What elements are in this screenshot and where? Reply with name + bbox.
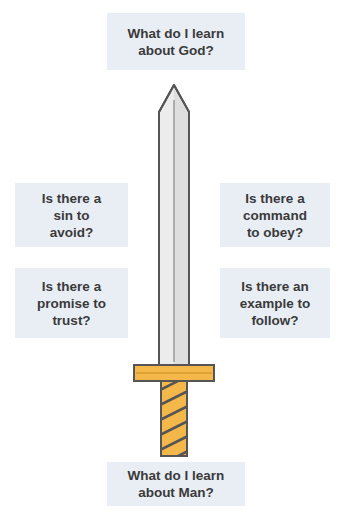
- question-text: Is there a command to obey?: [238, 190, 312, 241]
- handle-outline: [161, 381, 187, 456]
- crossguard-line: [136, 372, 212, 374]
- handle-stripes: [161, 381, 187, 456]
- question-box: Is there a sin to avoid?: [15, 183, 128, 247]
- question-text: Is there a sin to avoid?: [35, 190, 108, 241]
- question-text: What do I learn about Man?: [121, 467, 231, 501]
- question-box: Is there a command to obey?: [220, 183, 330, 247]
- question-box: Is there a promise to trust?: [15, 268, 128, 338]
- question-text: What do I learn about God?: [121, 25, 231, 59]
- blade-fuller: [173, 100, 175, 362]
- question-box: What do I learn about God?: [107, 13, 245, 70]
- question-box: What do I learn about Man?: [107, 462, 245, 506]
- sword-blade: [159, 85, 189, 366]
- sword-crossguard: [134, 365, 214, 381]
- blade-shade: [174, 88, 188, 365]
- blade-outline: [159, 85, 189, 366]
- question-text: Is there a promise to trust?: [35, 278, 108, 329]
- question-box: Is there an example to follow?: [220, 268, 330, 338]
- question-text: Is there an example to follow?: [236, 278, 314, 329]
